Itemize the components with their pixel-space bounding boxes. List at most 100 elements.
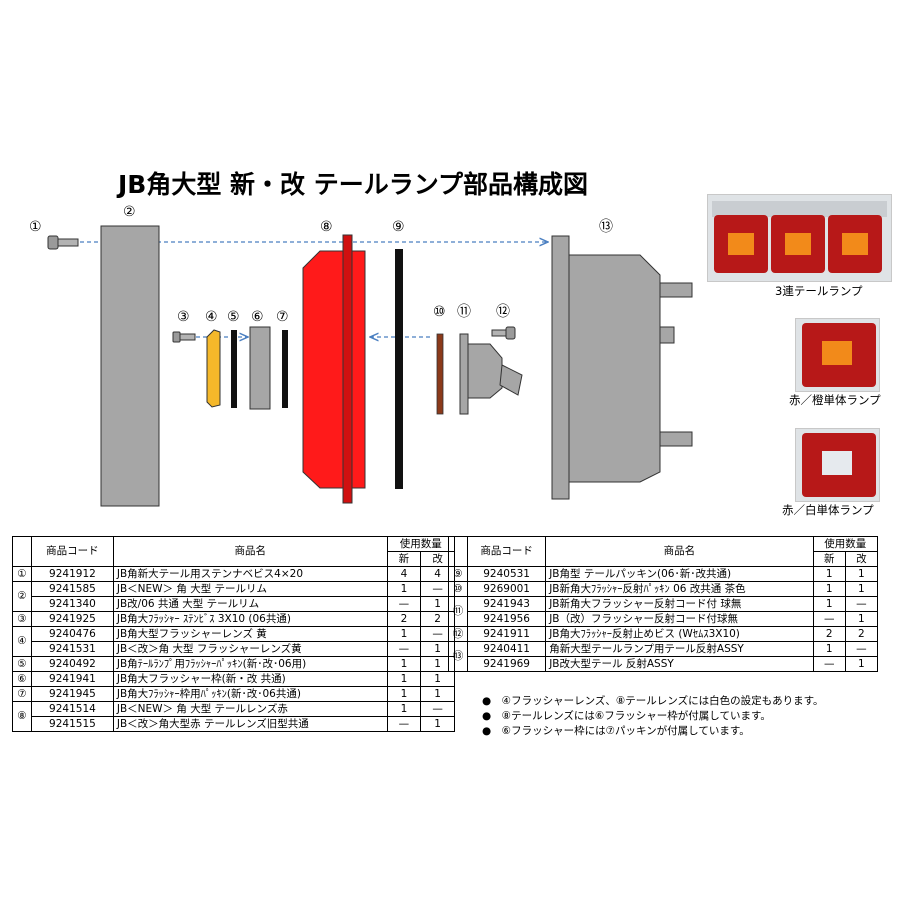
table-cell: JB改大型テール 反射ASSY <box>545 656 814 672</box>
part-9-tail-packing <box>395 249 403 489</box>
label-part-10: ⑩ <box>433 304 446 320</box>
label-part-7: ⑦ <box>276 309 289 325</box>
label-part-5: ⑤ <box>227 309 240 325</box>
note-item: ● ④フラッシャーレンズ、⑧テールレンズには白色の設定もあります。 <box>482 695 824 707</box>
label-part-4: ④ <box>205 309 218 325</box>
table-cell: ② <box>12 581 32 612</box>
table-cell: 1 <box>386 656 422 672</box>
table-cell: JB角大型フラッシャーレンズ 黄 <box>112 626 388 642</box>
part-6-flasher-frame <box>249 326 271 410</box>
header-qty: 使用数量 <box>386 536 456 552</box>
table-cell: JB角大ﾌﾗｯｼｬｰ枠用ﾊﾟｯｷﾝ(新･改･06共通) <box>112 686 388 702</box>
table-cell: JB（改）フラッシャー反射コード付球無 <box>545 611 814 627</box>
table-cell: — <box>812 656 846 672</box>
part-11-flasher-reflector <box>459 333 523 415</box>
label-part-11: ⑪ <box>457 304 471 320</box>
table-cell: 1 <box>420 671 455 687</box>
table-cell: ③ <box>12 611 32 627</box>
caption-triple-tail-lamp: 3連テールランプ <box>775 284 863 298</box>
table-cell: 1 <box>844 611 879 627</box>
table-cell: 9241945 <box>31 686 114 702</box>
header-qty: 使用数量 <box>812 536 879 552</box>
table-cell: 1 <box>386 671 422 687</box>
label-part-2: ② <box>123 204 136 220</box>
table-cell: 9240476 <box>31 626 114 642</box>
table-cell: 9241943 <box>466 596 547 612</box>
label-part-12: ⑫ <box>496 304 510 320</box>
header-new: 新 <box>812 551 846 567</box>
table-cell: 9240411 <box>466 641 547 657</box>
table-cell: 9241912 <box>31 566 114 582</box>
header-name: 商品名 <box>545 536 814 567</box>
caption-red-orange-lamp: 赤／橙単体ランプ <box>789 393 881 407</box>
table-cell: ⑨ <box>448 566 468 582</box>
notes: ● ④フラッシャーレンズ、⑧テールレンズには白色の設定もあります。 ● ⑧テール… <box>482 694 824 739</box>
table-cell: 1 <box>844 656 879 672</box>
table-cell: JB角ﾃｰﾙﾗﾝﾌﾟ用ﾌﾗｯｼｬｰﾊﾟｯｷﾝ(新･改･06用) <box>112 656 388 672</box>
table-cell: — <box>386 596 422 612</box>
table-cell: 2 <box>386 611 422 627</box>
table-cell: 9241340 <box>31 596 114 612</box>
table-cell: ① <box>12 566 32 582</box>
table-cell: ⑬ <box>448 641 468 672</box>
part-1-screw <box>47 235 79 250</box>
label-part-8: ⑧ <box>320 219 333 235</box>
header-new: 新 <box>386 551 422 567</box>
table-cell: 9241956 <box>466 611 547 627</box>
table-cell: 9241515 <box>31 716 114 732</box>
table-cell: ⑧ <box>12 701 32 732</box>
table-cell: 9241925 <box>31 611 114 627</box>
table-cell: 1 <box>420 716 455 732</box>
table-cell: 9241585 <box>31 581 114 597</box>
table-cell: — <box>386 641 422 657</box>
table-cell: 9269001 <box>466 581 547 597</box>
table-cell: — <box>386 716 422 732</box>
table-cell: 1 <box>812 566 846 582</box>
table-cell: JB角新大テール用ステンナベビス4×20 <box>112 566 388 582</box>
table-cell: — <box>844 641 879 657</box>
part-13-reflector-assy <box>551 235 693 500</box>
table-cell: 1 <box>844 581 879 597</box>
note-item: ● ⑧テールレンズには⑥フラッシャー枠が付属しています。 <box>482 710 771 722</box>
table-cell: 1 <box>844 566 879 582</box>
part-8-tail-lens <box>302 250 366 489</box>
photo-red-orange-lamp <box>795 318 880 392</box>
exploded-diagram <box>47 225 693 507</box>
caption-red-white-lamp: 赤／白単体ランプ <box>782 503 874 517</box>
table-cell: 9241969 <box>466 656 547 672</box>
label-part-3: ③ <box>177 309 190 325</box>
table-cell: 9240531 <box>466 566 547 582</box>
table-cell: JB＜NEW＞ 角 大型 テールレンズ赤 <box>112 701 388 717</box>
table-cell: JB＜改＞角大型赤 テールレンズ旧型共通 <box>112 716 388 732</box>
part-4-flasher-lens <box>206 329 221 408</box>
table-cell: JB新角大ﾌﾗｯｼｬｰ反射ﾊﾟｯｷﾝ 06 改共通 茶色 <box>545 581 814 597</box>
table-cell: 9241941 <box>31 671 114 687</box>
part-10-reflector-packing <box>436 333 444 415</box>
part-7-frame-packing <box>282 330 288 408</box>
part-2-tail-rim <box>100 225 160 507</box>
table-cell: 1 <box>386 701 422 717</box>
table-cell: JB角型 テールパッキン(06･新･改共通) <box>545 566 814 582</box>
table-cell: 1 <box>812 596 846 612</box>
table-cell: JB角大フラッシャー枠(新・改 共通) <box>112 671 388 687</box>
table-cell: 9241911 <box>466 626 547 642</box>
table-cell: JB新角大フラッシャー反射コード付 球無 <box>545 596 814 612</box>
table-cell: JB＜NEW＞ 角 大型 テールリム <box>112 581 388 597</box>
header-no <box>448 536 468 567</box>
header-name: 商品名 <box>112 536 388 567</box>
